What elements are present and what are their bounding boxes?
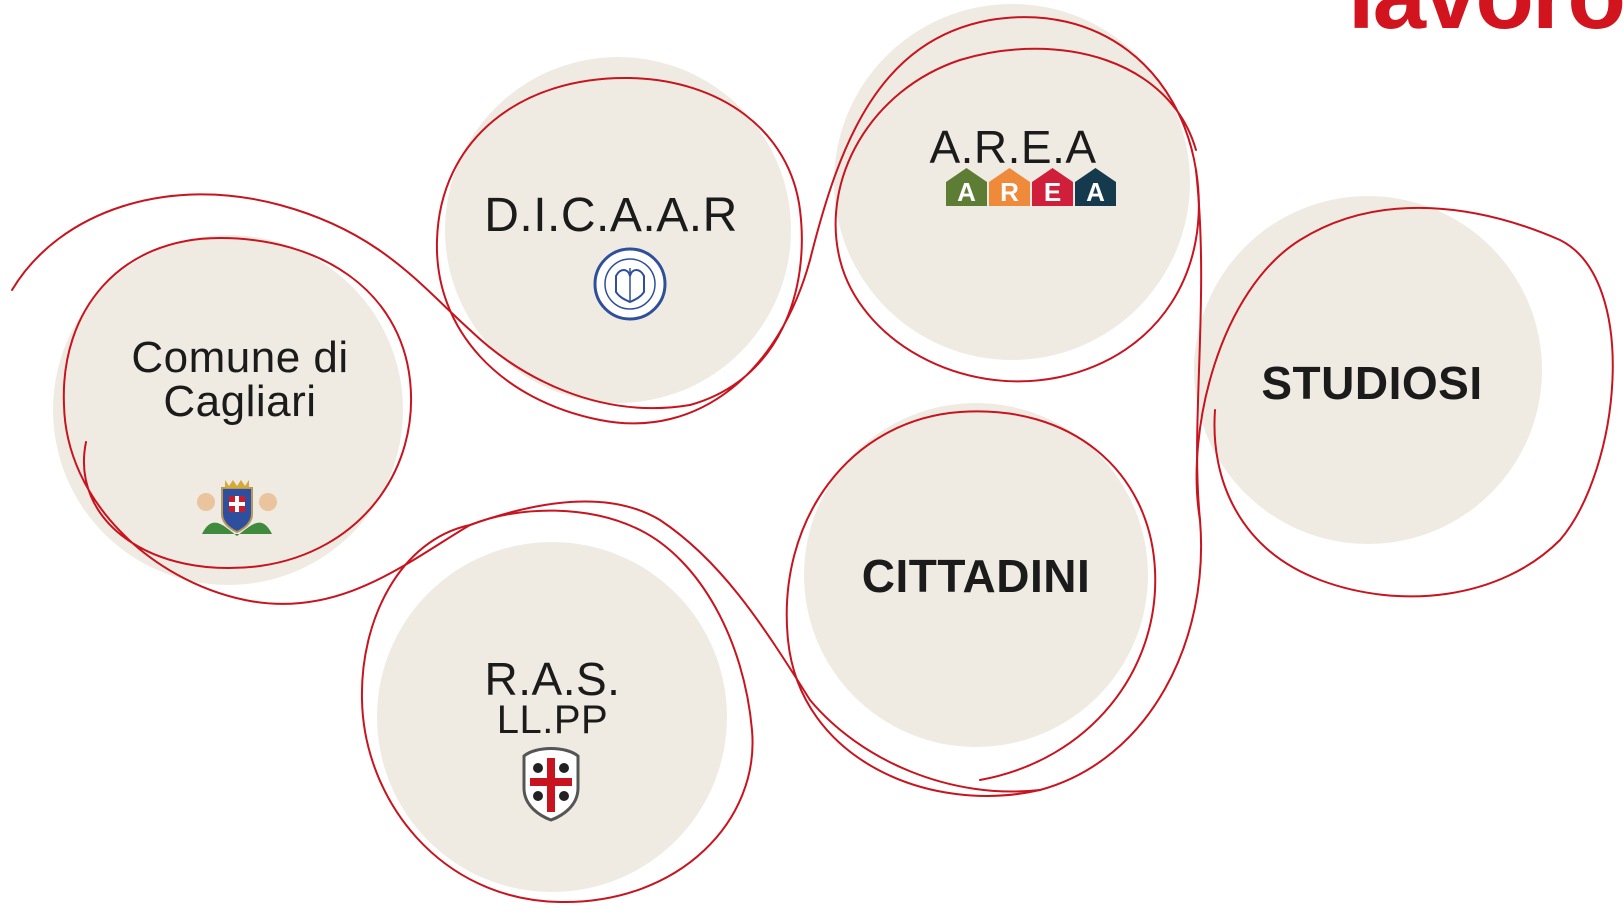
heading-fragment: lavoro (1348, 0, 1624, 44)
label-area: A.R.E.A (929, 121, 1097, 173)
area-logo-house-3: E (1032, 168, 1073, 206)
label-comune: Comune di Cagliari (100, 336, 380, 424)
connector-loop-ras (360, 509, 754, 904)
university-seal-icon (593, 247, 667, 321)
ras-line-1: R.A.S. (484, 653, 621, 705)
connector-loop-studiosi (1195, 206, 1614, 598)
circle-dicaar (445, 57, 791, 403)
area-logo-house-1: A (946, 168, 987, 206)
area-logo-house-4: A (1075, 168, 1116, 206)
connector-loop-left (11, 193, 691, 410)
area-logo-letter-3: E (1043, 177, 1062, 207)
sardinia-four-moors-icon (522, 747, 580, 822)
connector-loop-dicaar (469, 500, 1041, 793)
circle-cittadini (804, 403, 1148, 747)
label-ras: R.A.S. LL.PP (420, 656, 685, 740)
cagliari-coat-of-arms-icon (197, 480, 277, 536)
area-logo: A R E A (946, 168, 1116, 206)
circle-ras (377, 542, 727, 892)
label-studiosi: STUDIOSI (1261, 357, 1483, 409)
area-logo-letter-4: A (1086, 177, 1105, 207)
connector-loop-dicaar-circle (435, 76, 811, 425)
label-dicaar: D.I.C.A.A.R (484, 189, 738, 242)
area-logo-house-2: R (989, 168, 1030, 206)
circle-studiosi (1194, 196, 1542, 544)
area-logo-letter-1: A (957, 177, 976, 207)
label-cittadini: CITTADINI (861, 550, 1091, 602)
connector-loop-comune (62, 237, 471, 605)
circle-comune (53, 235, 403, 585)
comune-line-2: Cagliari (163, 377, 317, 426)
area-logo-letter-2: R (1000, 177, 1019, 207)
ras-line-2: LL.PP (496, 698, 609, 742)
comune-line-1: Comune di (131, 333, 349, 382)
connector-loop-area (809, 16, 1200, 383)
